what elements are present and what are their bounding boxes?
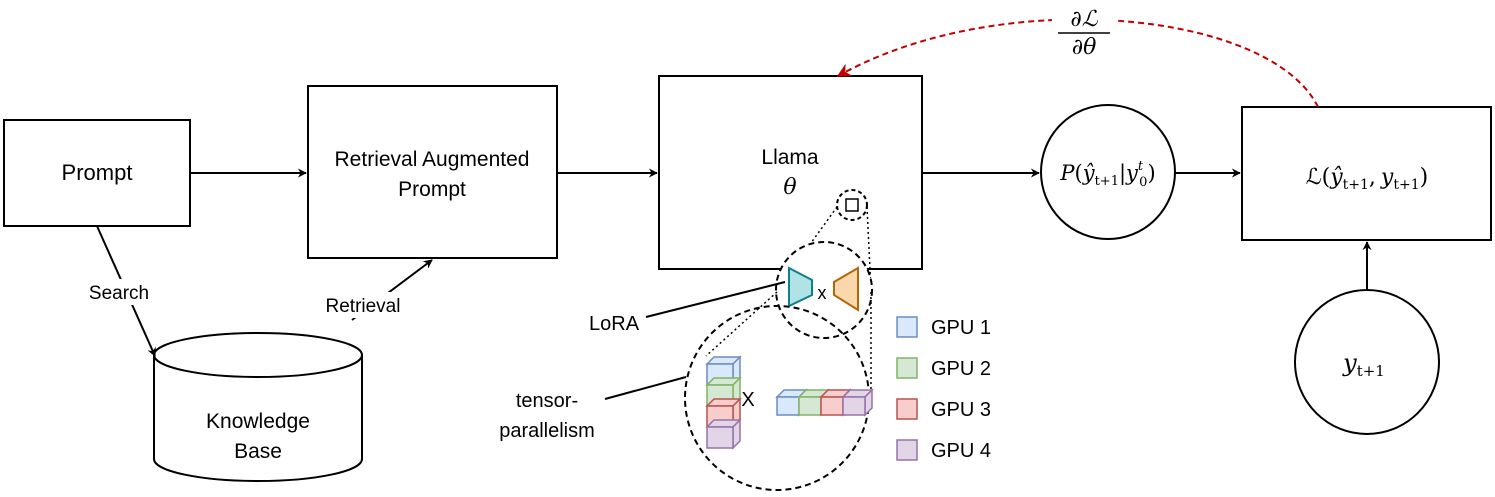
gradient-numerator: ∂ℒ (1070, 7, 1098, 32)
tensor-label-line1: tensor- (516, 390, 578, 412)
lora-matrix-a (788, 266, 813, 308)
prob-subscript-0: 0 (1139, 175, 1147, 190)
tp-row-cubes (775, 388, 874, 417)
loss-subscript-1: t+1 (1343, 177, 1369, 193)
loss-formula: ℒ(ŷt+1,yt+1) (1306, 165, 1428, 193)
prompt-node: Prompt (3, 119, 191, 227)
loss-comma: , (1369, 165, 1376, 190)
loss-symbol: ℒ (1306, 165, 1322, 190)
lora-multiply-label: x (818, 283, 827, 303)
prob-open-paren: ( (1075, 161, 1083, 185)
search-label: Search (89, 283, 149, 304)
target-formula: yt+1 (1342, 349, 1385, 380)
lora-zoom-circle (775, 241, 873, 339)
retrieval-augmented-prompt-node: Retrieval Augmented Prompt (307, 85, 558, 259)
loss-y: y (1380, 165, 1394, 190)
prob-close-paren: ) (1147, 161, 1155, 185)
lora-pointer-line (645, 281, 786, 318)
retrieval-label: Retrieval (326, 296, 401, 317)
tensor-pointer-line (604, 376, 687, 400)
prompt-box (3, 119, 191, 227)
tp-guide-left (705, 291, 778, 357)
prob-y: y (1125, 161, 1139, 185)
prob-superscript: t (1138, 159, 1144, 174)
retrieval-augmented-prompt-label-line1: Retrieval Augmented (335, 148, 530, 171)
llama-box (658, 75, 923, 270)
gradient-arrow (836, 18, 1319, 108)
target-y: y (1342, 349, 1357, 377)
retrieval-label-bg (316, 292, 410, 318)
knowledge-base-node: Knowledge Base (153, 332, 363, 482)
zoom-source-square (845, 198, 859, 212)
target-node: yt+1 (1294, 289, 1440, 435)
tp-row-cube-gpu4 (841, 388, 874, 417)
loss-yhat: ŷ (1329, 165, 1343, 190)
gpu-legend: GPU 1 GPU 2 GPU 3 GPU 4 (896, 316, 991, 462)
tp-column-cube-gpu4 (705, 418, 742, 450)
loss-close-paren: ) (1420, 165, 1429, 190)
prob-bar: | (1119, 161, 1126, 186)
retrieval-augmented-prompt-box (307, 85, 558, 259)
legend-swatch-gpu3 (896, 398, 918, 420)
target-subscript: t+1 (1357, 362, 1385, 380)
loss-subscript-2: t+1 (1393, 177, 1419, 193)
search-label-bg (78, 279, 160, 305)
knowledge-base-cylinder-top (153, 332, 363, 378)
llama-label: Llama (761, 146, 819, 169)
gradient-label-bg (1052, 2, 1116, 60)
lora-label: LoRA (589, 313, 640, 335)
loss-node: ℒ(ŷt+1,yt+1) (1241, 106, 1492, 241)
prompt-label: Prompt (62, 160, 133, 185)
zoom-guide-right (866, 206, 872, 291)
legend-swatch-gpu2 (896, 357, 918, 379)
tensor-label-line2: parallelism (499, 420, 595, 442)
tp-multiply-label: X (741, 389, 754, 411)
legend-label-gpu1: GPU 1 (931, 317, 991, 339)
lora-matrix-b (833, 266, 859, 312)
prob-P: P (1059, 161, 1075, 185)
legend-swatch-gpu1 (896, 316, 918, 338)
loss-box (1241, 106, 1492, 241)
knowledge-base-label-line1: Knowledge (206, 410, 310, 433)
retrieval-augmented-prompt-label-line2: Prompt (398, 178, 466, 201)
prob-yhat: ŷ (1082, 161, 1096, 185)
prob-subscript: t+1 (1095, 174, 1119, 189)
knowledge-base-cylinder-body (153, 355, 363, 482)
gradient-denominator: ∂θ (1072, 35, 1097, 60)
llama-node: Llama θ (658, 75, 923, 270)
legend-label-gpu2: GPU 2 (931, 358, 991, 380)
legend-label-gpu3: GPU 3 (931, 399, 991, 421)
tp-column-cubes (705, 355, 742, 450)
loss-open-paren: ( (1322, 165, 1331, 190)
legend-swatch-gpu4 (896, 439, 918, 461)
theta-label: θ (783, 175, 796, 200)
legend-label-gpu4: GPU 4 (931, 440, 991, 462)
knowledge-base-label-line2: Base (234, 440, 282, 463)
